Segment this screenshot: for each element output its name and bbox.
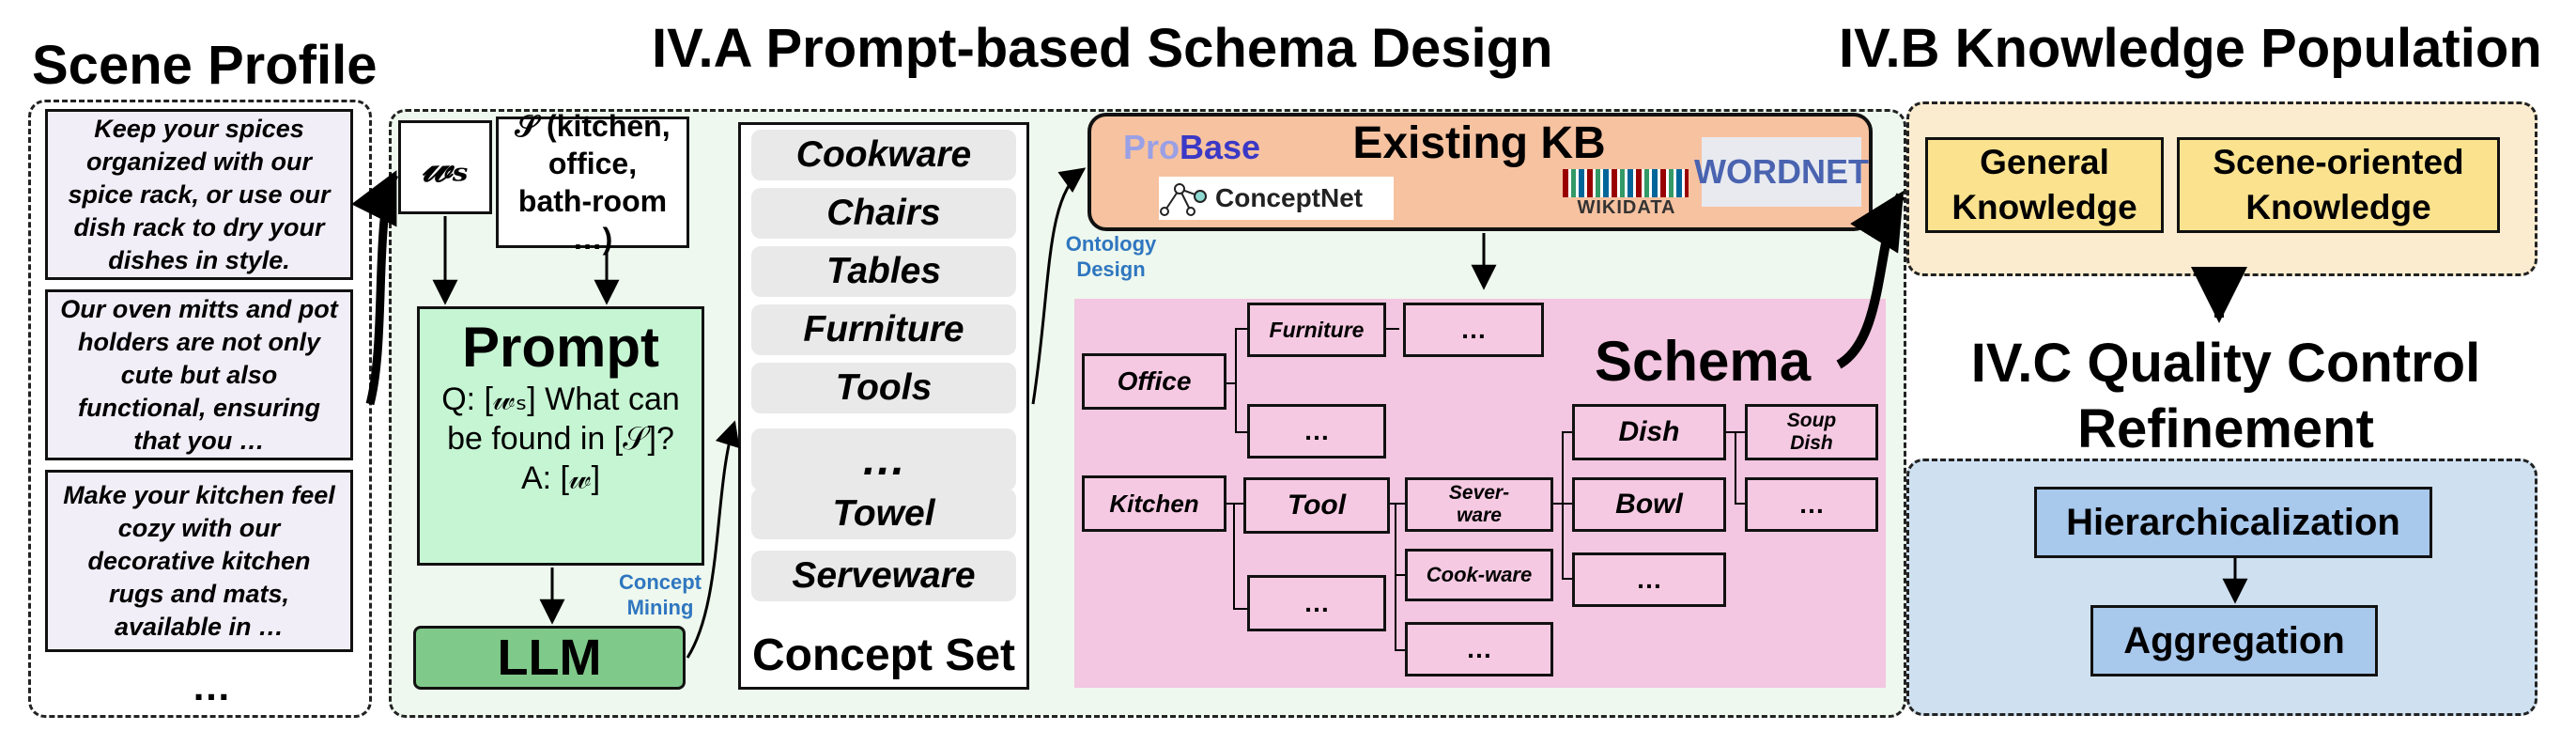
- scene-oriented-knowledge-box: Scene-oriented Knowledge: [2177, 137, 2500, 233]
- schema-node-furniture: Furniture: [1247, 303, 1386, 357]
- schema-node-bowl-more: …: [1745, 477, 1878, 532]
- conceptnet-text: ConceptNet: [1215, 183, 1364, 212]
- probase-logo: ProBase: [1123, 128, 1260, 167]
- schema-node-cook-ware: Cook-ware: [1405, 549, 1553, 601]
- schema-tree-lines: [1226, 328, 1745, 651]
- scene-text-1: Keep your spices organized with our spic…: [45, 109, 353, 280]
- schema-design-title: IV.A Prompt-based Schema Design: [652, 18, 1553, 79]
- concept-to-kb-arrow: [1031, 167, 1087, 405]
- probase-pro-text: Pro: [1123, 128, 1180, 166]
- wordnet-text: WORDNET: [1694, 152, 1869, 191]
- scene-to-ws-arrow: [351, 170, 399, 406]
- general-knowledge-box: General Knowledge: [1925, 137, 2164, 233]
- schema-node-dish: Dish: [1572, 404, 1726, 460]
- schema-node-sever-more: …: [1405, 622, 1553, 677]
- ws-box: 𝓌ₛ: [398, 120, 492, 214]
- concept-item: Furniture: [751, 304, 1016, 355]
- concept-item: …: [751, 428, 1016, 490]
- conceptnet-graph-icon: [1159, 179, 1210, 217]
- schema-node-dish-more: …: [1572, 552, 1726, 607]
- conceptnet-logo: ConceptNet: [1159, 177, 1394, 220]
- concept-item: Chairs: [751, 188, 1016, 239]
- scene-ellipsis: …: [192, 664, 231, 708]
- schema-node-bowl: Bowl: [1572, 477, 1726, 532]
- wikidata-logo: WIKIDATA: [1563, 169, 1690, 222]
- hierarchicalization-box: Hierarchicalization: [2034, 487, 2432, 558]
- concept-item: Serveware: [751, 551, 1016, 601]
- concept-item: Tools: [751, 363, 1016, 413]
- aggregation-box: Aggregation: [2090, 605, 2378, 677]
- schema-to-knowledge-arrow: [1836, 190, 1905, 369]
- prompt-title: Prompt: [462, 316, 659, 379]
- llm-to-concept-arrow: [686, 420, 740, 659]
- wikidata-barcode-icon: [1563, 169, 1689, 197]
- scene-text-3: Make your kitchen feel cozy with our dec…: [45, 470, 353, 652]
- wikidata-text: WIKIDATA: [1577, 197, 1676, 218]
- schema-node-office: Office: [1082, 353, 1226, 410]
- concept-set-label: Concept Set: [751, 630, 1016, 680]
- schema-label: Schema: [1595, 330, 1812, 393]
- schema-node-sever-ware: Sever-ware: [1405, 477, 1553, 532]
- prompt-question: Q: [𝓌ₛ] What can be found in [𝒮]?: [441, 381, 680, 457]
- scene-profile-panel: [28, 100, 372, 718]
- schema-node-furniture-more: …: [1403, 303, 1544, 357]
- quality-control-title: IV.C Quality Control Refinement: [1970, 333, 2481, 459]
- knowledge-population-title: IV.B Knowledge Population: [1839, 18, 2542, 79]
- scene-profile-title: Scene Profile: [32, 35, 378, 96]
- concept-item: Towel: [751, 489, 1016, 539]
- prompt-answer: A: [𝓌]: [520, 460, 601, 496]
- schema-node-tool-more: …: [1247, 575, 1386, 631]
- probase-base-text: Base: [1180, 128, 1261, 166]
- concept-mining-label: Concept Mining: [619, 570, 702, 619]
- schema-node-office-more: …: [1247, 404, 1386, 459]
- llm-box: LLM: [413, 626, 686, 690]
- wordnet-logo: WORDNET: [1694, 137, 1869, 207]
- existing-kb-title: Existing KB: [1352, 117, 1606, 168]
- scene-text-2: Our oven mitts and pot holders are not o…: [45, 289, 353, 460]
- schema-node-tool: Tool: [1243, 477, 1390, 534]
- schema-node-soup-dish: Soup Dish: [1745, 404, 1878, 460]
- concept-item: Cookware: [751, 130, 1016, 180]
- schema-node-kitchen: Kitchen: [1082, 475, 1226, 532]
- ontology-design-label: Ontology Design: [1065, 232, 1157, 281]
- concept-item: Tables: [751, 246, 1016, 297]
- prompt-box: Prompt Q: [𝓌ₛ] What can be found in [𝒮]?…: [417, 306, 704, 566]
